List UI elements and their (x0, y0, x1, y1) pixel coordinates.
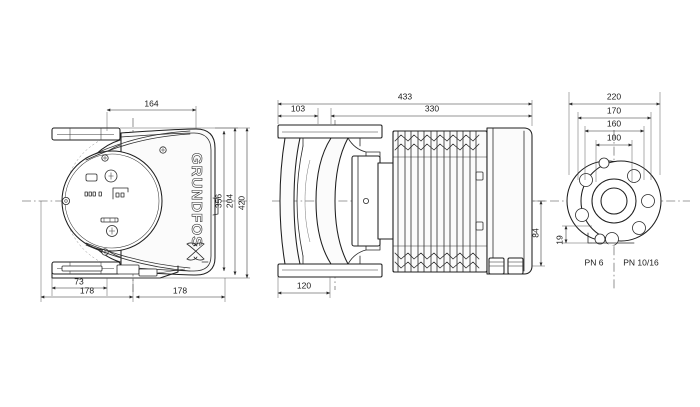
dim-220-label: 220 (607, 91, 621, 101)
dim-420-label: 420 (236, 196, 246, 210)
pn6-label: PN 6 (585, 257, 604, 267)
side-bottom-flange (277, 255, 383, 278)
brand-logo: GRUNDFOS (186, 152, 209, 263)
cooling-fin-group (393, 131, 487, 272)
front-fasteners (62, 146, 167, 256)
dim-178-right-label: 178 (173, 285, 187, 295)
dim-103: 103 (277, 103, 319, 124)
dim-170: 170 (577, 105, 652, 180)
dim-356-label: 356 (213, 194, 223, 208)
indicator-lights (84, 191, 102, 197)
dim-170-label: 170 (607, 105, 621, 115)
mode-symbol-icon (112, 187, 129, 200)
dim-19-label: 19 (554, 235, 564, 245)
front-control-panel (84, 169, 129, 237)
side-top-flange (277, 124, 383, 147)
flange-bore (591, 178, 637, 224)
display-rect (85, 173, 98, 182)
dim-73: 73 (51, 276, 108, 296)
dim-160-label: 160 (607, 118, 621, 128)
dim-420: 420 (120, 127, 250, 279)
dim-84: 84 (530, 200, 545, 267)
dim-178-right: 178 (135, 278, 226, 302)
dim-19: 19 (554, 225, 592, 245)
side-view: 433 103 330 120 84 (272, 91, 548, 298)
dim-100: 100 (595, 132, 633, 182)
dim-120-label: 120 (297, 280, 311, 290)
dim-178-left-label: 178 (80, 285, 94, 295)
side-adapter-neck (351, 155, 395, 247)
dim-164-label: 164 (144, 98, 158, 108)
dim-160: 160 (584, 118, 645, 180)
dim-103-label: 103 (291, 103, 305, 113)
grundfos-mark-icon (186, 242, 209, 263)
dim-433-label: 433 (398, 91, 412, 101)
side-cable-glands (488, 257, 524, 275)
button-bar (100, 217, 119, 223)
dim-84-label: 84 (530, 228, 540, 238)
dim-120: 120 (277, 277, 331, 298)
front-top-flange (51, 127, 121, 141)
bolt-holes-pn1016 (605, 169, 655, 246)
dim-204-label: 204 (224, 194, 234, 208)
dim-164: 164 (106, 98, 197, 131)
dim-178-left: 178 (40, 201, 134, 302)
front-view: GRUNDFOS 164 356 (22, 98, 250, 302)
dim-73-label: 73 (74, 276, 84, 286)
side-motor-fins (392, 130, 488, 273)
dim-220: 220 (568, 91, 661, 175)
pn1016-label: PN 10/16 (623, 257, 659, 267)
dim-330-label: 330 (425, 103, 439, 113)
bolt-holes-pn6 (575, 157, 610, 245)
brand-text: GRUNDFOS (188, 153, 205, 248)
dim-330: 330 (330, 103, 533, 124)
flange-view: 220 170 160 100 19 (550, 91, 690, 290)
dim-356: 356 (213, 130, 226, 272)
dim-100-label: 100 (607, 132, 621, 142)
dim-433: 433 (277, 91, 533, 126)
